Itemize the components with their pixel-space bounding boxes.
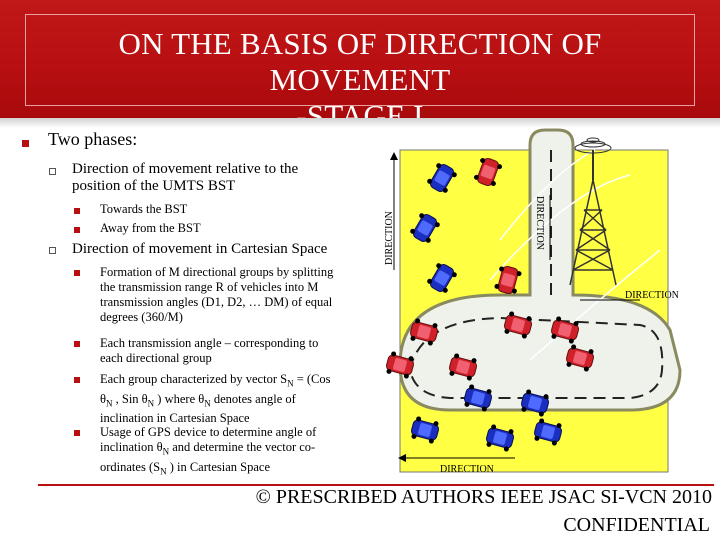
- confidential-label: CONFIDENTIAL: [563, 514, 710, 536]
- phase2-item-2: Each transmission angle – corresponding …: [100, 336, 370, 366]
- phase2-item-4: Usage of GPS device to determine angle o…: [100, 425, 370, 479]
- main-bullet-text: Two phases:: [48, 129, 138, 149]
- direction-label-right: DIRECTION: [534, 196, 545, 250]
- banner-shadow: [0, 118, 720, 128]
- signal-arc: [529, 249, 661, 361]
- bullet-marker: [74, 377, 80, 383]
- title-banner: [0, 0, 720, 118]
- bullet-marker: [74, 208, 80, 214]
- bullet-marker: [74, 270, 80, 276]
- sub-bullet-marker: [49, 247, 56, 254]
- phase2-item-1: Formation of M directional groups by spl…: [100, 265, 370, 325]
- slide-title: ON THE BASIS OF DIRECTION OF MOVEMENT -S…: [25, 26, 695, 134]
- bullet-marker: [74, 430, 80, 436]
- bst-tower-icon: [569, 137, 617, 286]
- sub-bullet-marker: [49, 168, 56, 175]
- direction-label-left: DIRECTION: [384, 211, 395, 265]
- phase2-item-3-line: θN , Sin θN ) where θN denotes angle of: [100, 391, 296, 409]
- phase1-label: Direction of movement relative to the po…: [72, 161, 298, 195]
- bullet-marker: [22, 140, 29, 147]
- copyright-text: © PRESCRIBED AUTHORS IEEE JSAC SI-VCN 20…: [255, 486, 712, 508]
- phase2-item-1-line: Formation of M directional groups by spl…: [100, 265, 334, 279]
- footer-rule: [38, 484, 714, 486]
- phase2-item-3-line: Each group characterized by vector SN = …: [100, 372, 331, 389]
- phase2-label: Direction of movement in Cartesian Space: [72, 241, 328, 257]
- phase2-item-4-line: inclination θN and determine the vector …: [100, 440, 316, 457]
- phase2-item-3: Each group characterized by vector SN = …: [100, 372, 375, 426]
- phase2-item-4-line: ordinates (SN ) in Cartesian Space: [100, 459, 270, 477]
- phase2-item-2-line: Each transmission angle – corresponding …: [100, 336, 319, 350]
- title-line-1: ON THE BASIS OF DIRECTION OF MOVEMENT: [118, 26, 602, 97]
- signal-arc: [489, 174, 631, 281]
- phase2-item-2-line: each directional group: [100, 351, 212, 365]
- phase1-label-line2: position of the UMTS BST: [72, 178, 236, 194]
- phase2-item-1-line: the transmission range R of vehicles int…: [100, 280, 319, 294]
- road: [398, 128, 682, 412]
- title-line-2: -STAGE I: [296, 98, 424, 133]
- signal-arc: [499, 149, 596, 241]
- title-frame: [25, 14, 695, 106]
- phase2-item-1-line: transmission angles (D1, D2, … DM) of eq…: [100, 295, 333, 309]
- phase2-item-3-line: inclination in Cartesian Space: [100, 411, 250, 425]
- direction-label-side: DIRECTION: [625, 290, 679, 301]
- phase1-item-2: Away from the BST: [100, 221, 201, 235]
- bullet-marker: [74, 227, 80, 233]
- traffic-diagram: DIRECTION DIRECTION DIRECTION DIRECTION: [383, 128, 682, 475]
- phase2-item-1-line: degrees (360/M): [100, 310, 183, 324]
- phase1-label-line1: Direction of movement relative to the: [72, 161, 299, 177]
- phase1-item-1: Towards the BST: [100, 202, 188, 216]
- direction-label-bottom: DIRECTION: [440, 464, 494, 475]
- phase2-item-4-line: Usage of GPS device to determine angle o…: [100, 425, 317, 439]
- bullet-marker: [74, 341, 80, 347]
